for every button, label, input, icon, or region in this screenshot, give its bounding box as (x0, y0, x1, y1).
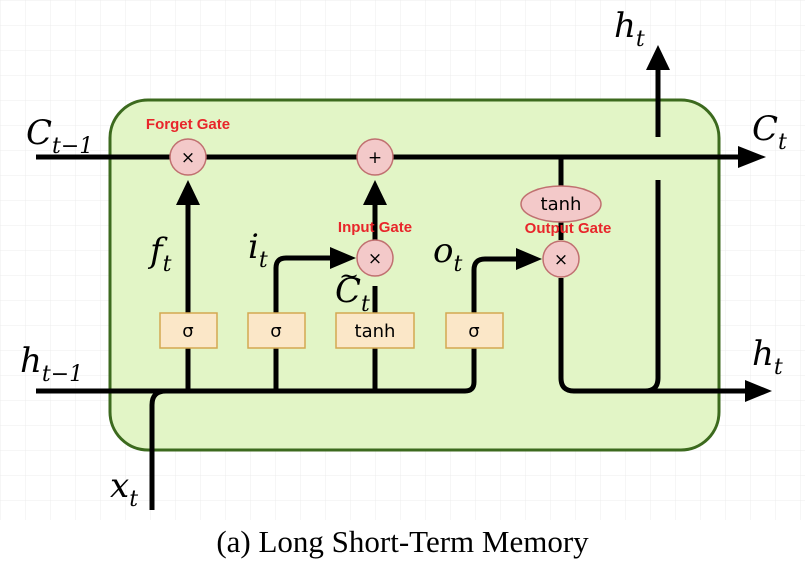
label-c-tilde-accent: ~ (339, 262, 359, 290)
label-i-t: it (248, 227, 268, 273)
h-up-lower (644, 180, 661, 394)
cell-tanh-node (520, 185, 602, 223)
label-h-prev: ht−1 (20, 341, 83, 387)
forget-sigma-label: σ (182, 321, 193, 342)
label-c-tilde: Ct (335, 271, 370, 317)
output-sigma-box (445, 312, 504, 349)
input-sigma-box (247, 312, 306, 349)
add-node (356, 138, 394, 176)
arrow-c-t (738, 146, 766, 168)
figure-caption: (a) Long Short-Term Memory (216, 524, 589, 559)
input-multiply-symbol: × (368, 249, 382, 269)
arrow-output-gate (516, 248, 542, 270)
forget-multiply-node (169, 138, 207, 176)
cell-tanh-label: tanh (541, 194, 582, 215)
forget-multiply-symbol: × (181, 148, 195, 168)
output-line (558, 278, 745, 394)
arrow-input-gate (330, 247, 356, 269)
label-x-t: xt (110, 466, 138, 512)
arrow-input-add (363, 180, 387, 205)
arrow-forget (176, 180, 200, 205)
forget-sigma-box (159, 312, 218, 349)
label-c-prev: Ct−1 (26, 113, 93, 159)
output-multiply-node (542, 240, 580, 278)
add-symbol: + (368, 148, 382, 168)
label-o-t: ot (433, 231, 462, 277)
input-branch (273, 255, 334, 391)
candidate-tanh-label: tanh (355, 321, 396, 342)
forget-gate-label: Forget Gate (146, 116, 230, 133)
input-gate-label: Input Gate (338, 219, 412, 236)
output-gate-label: Output Gate (525, 220, 612, 237)
candidate-tanh-box (335, 312, 415, 349)
label-h-t-top: ht (614, 6, 645, 52)
input-multiply-node (356, 239, 394, 277)
label-h-t-right: ht (752, 334, 783, 380)
label-c-t: Ct (752, 109, 787, 155)
output-sigma-label: σ (468, 321, 479, 342)
arrowheads (176, 45, 772, 402)
output-multiply-symbol: × (554, 250, 568, 270)
input-x-line (149, 388, 167, 510)
arrow-h-t-right (745, 380, 772, 402)
arrow-h-t-top (646, 45, 670, 70)
input-sigma-label: σ (270, 321, 281, 342)
